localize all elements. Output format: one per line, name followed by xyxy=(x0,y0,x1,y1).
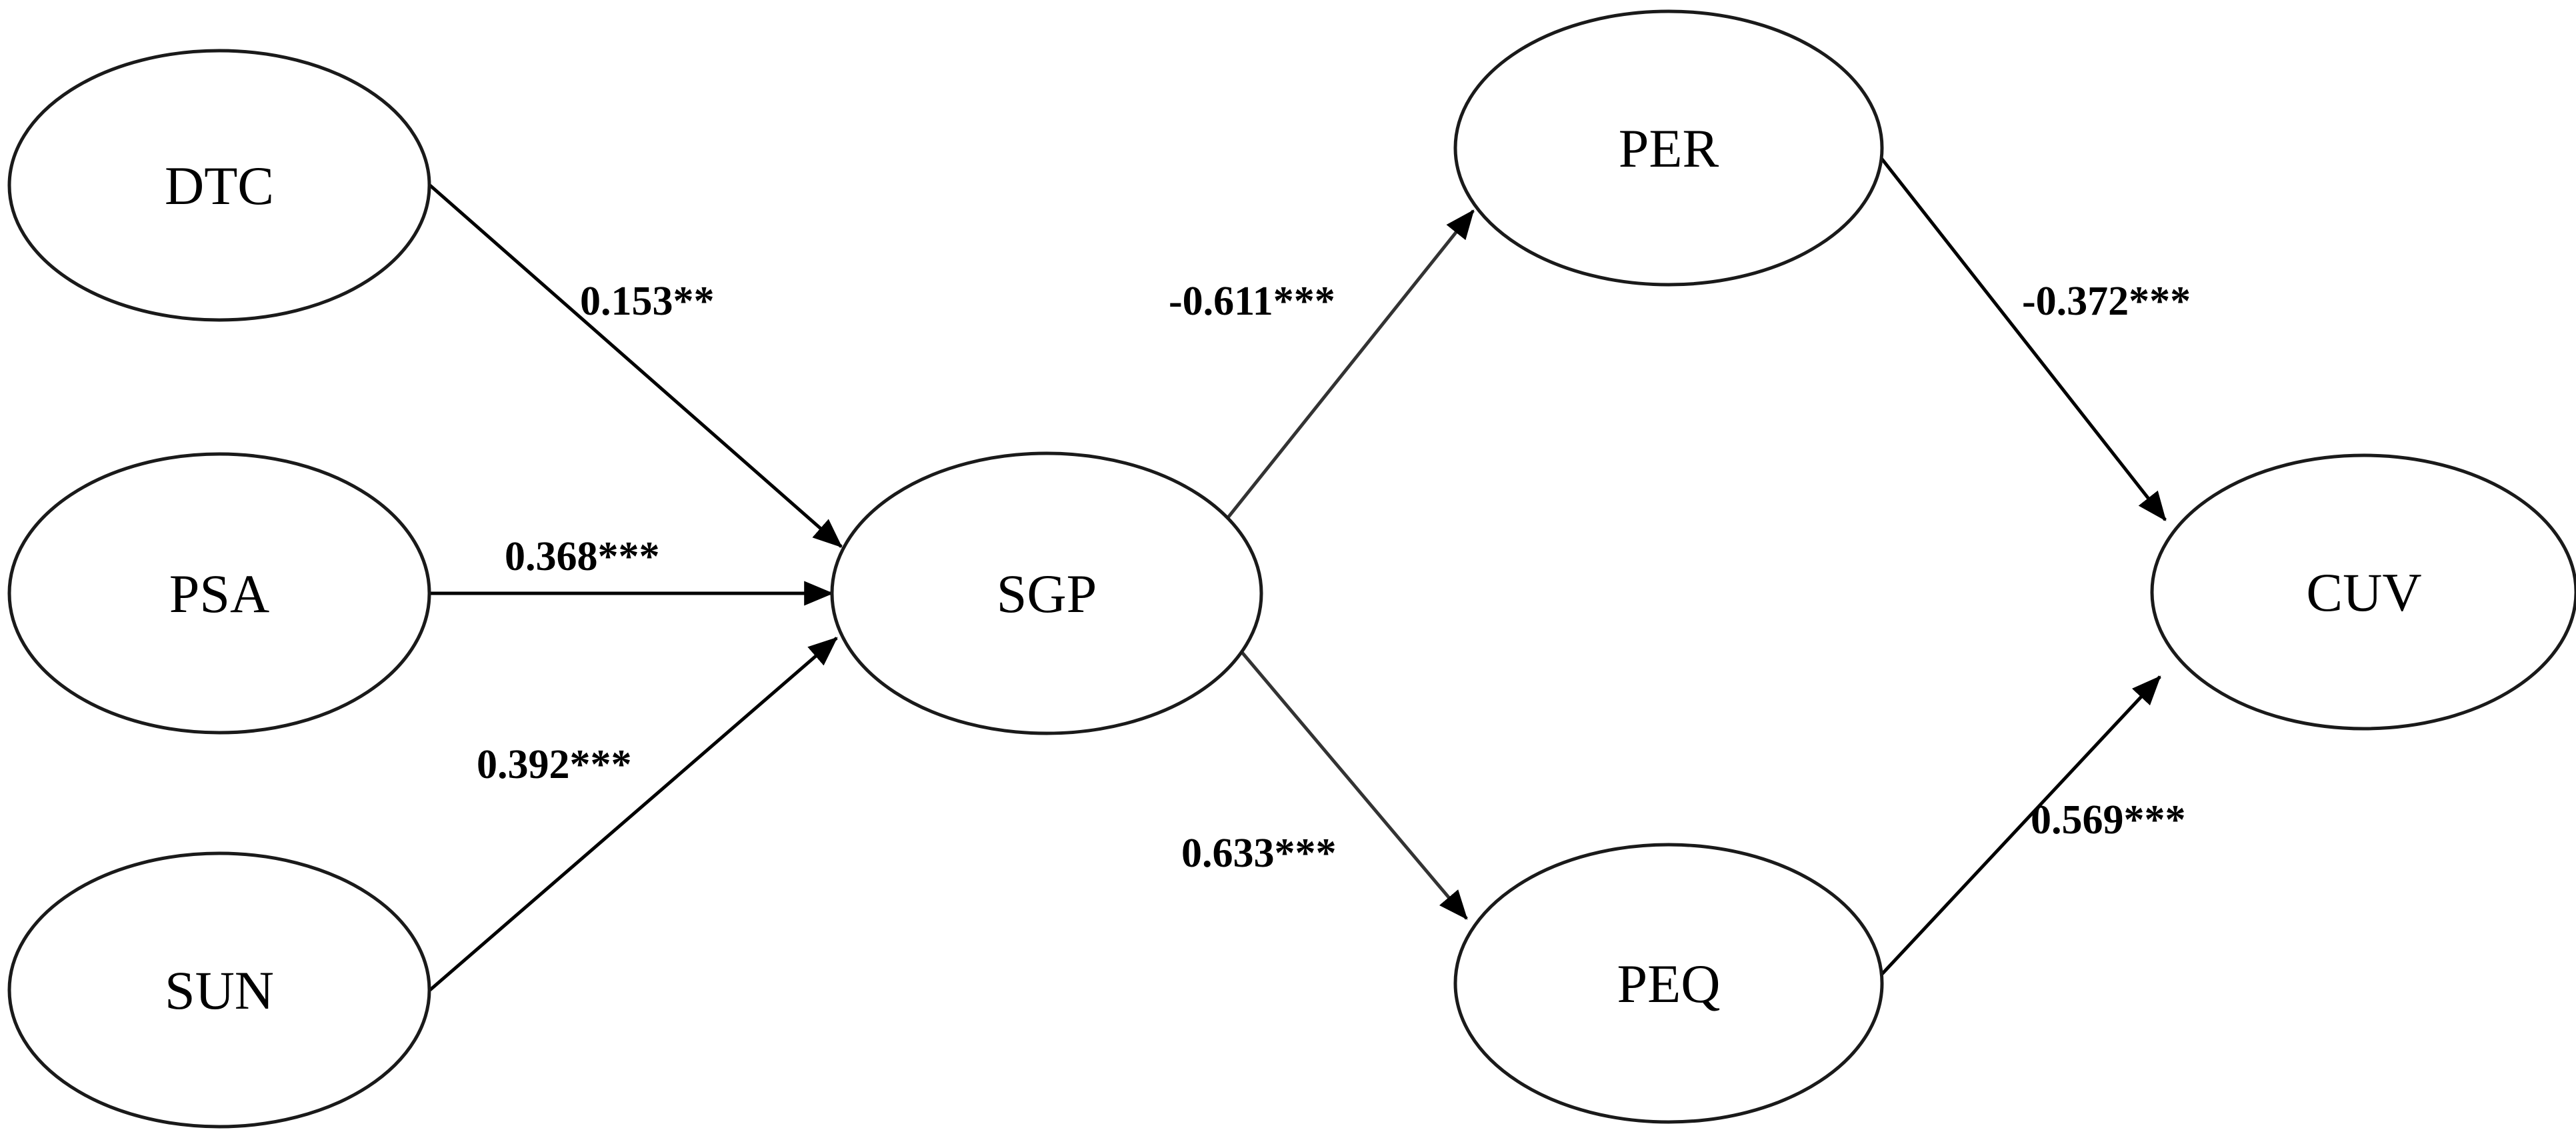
edge-sun-sgp xyxy=(429,637,838,991)
edges xyxy=(429,147,2167,991)
edge-sgp-peq xyxy=(1239,649,1468,920)
node-sun-ellipse xyxy=(7,851,431,1129)
node-sgp-ellipse xyxy=(830,451,1263,735)
coef-sun-sgp: 0.392*** xyxy=(477,742,632,787)
node-sgp: SGP xyxy=(830,451,1263,735)
node-per-label: PER xyxy=(1619,118,1719,179)
node-peq-ellipse xyxy=(1453,843,1884,1124)
node-cuv-label: CUV xyxy=(2306,562,2421,623)
coef-peq-cuv: 0.569*** xyxy=(2031,797,2186,843)
node-cuv-ellipse xyxy=(2150,453,2576,731)
edge-labels: 0.153** 0.368*** 0.392*** -0.611*** 0.63… xyxy=(477,279,2191,876)
node-sgp-label: SGP xyxy=(997,563,1097,624)
node-peq-label: PEQ xyxy=(1617,953,1721,1014)
edge-per-cuv xyxy=(1872,147,2167,521)
node-dtc: DTC xyxy=(7,49,431,322)
coef-psa-sgp: 0.368*** xyxy=(505,534,660,579)
node-psa-ellipse xyxy=(7,452,431,735)
edge-dtc-sgp xyxy=(429,184,843,548)
coef-dtc-sgp: 0.153** xyxy=(580,279,715,324)
node-psa: PSA xyxy=(7,452,431,735)
node-cuv: CUV xyxy=(2150,453,2576,731)
coef-per-cuv: -0.372*** xyxy=(2022,279,2191,324)
coef-sgp-peq: 0.633*** xyxy=(1181,831,1337,876)
node-psa-label: PSA xyxy=(169,563,269,624)
node-peq: PEQ xyxy=(1453,843,1884,1124)
node-dtc-label: DTC xyxy=(165,155,274,216)
edge-sgp-per xyxy=(1222,209,1475,525)
node-dtc-ellipse xyxy=(7,49,431,322)
node-sun-label: SUN xyxy=(165,960,274,1021)
edge-peq-cuv xyxy=(1872,675,2161,985)
node-per: PER xyxy=(1453,9,1884,287)
node-sun: SUN xyxy=(7,851,431,1129)
coef-sgp-per: -0.611*** xyxy=(1169,279,1335,324)
node-per-ellipse xyxy=(1453,9,1884,287)
